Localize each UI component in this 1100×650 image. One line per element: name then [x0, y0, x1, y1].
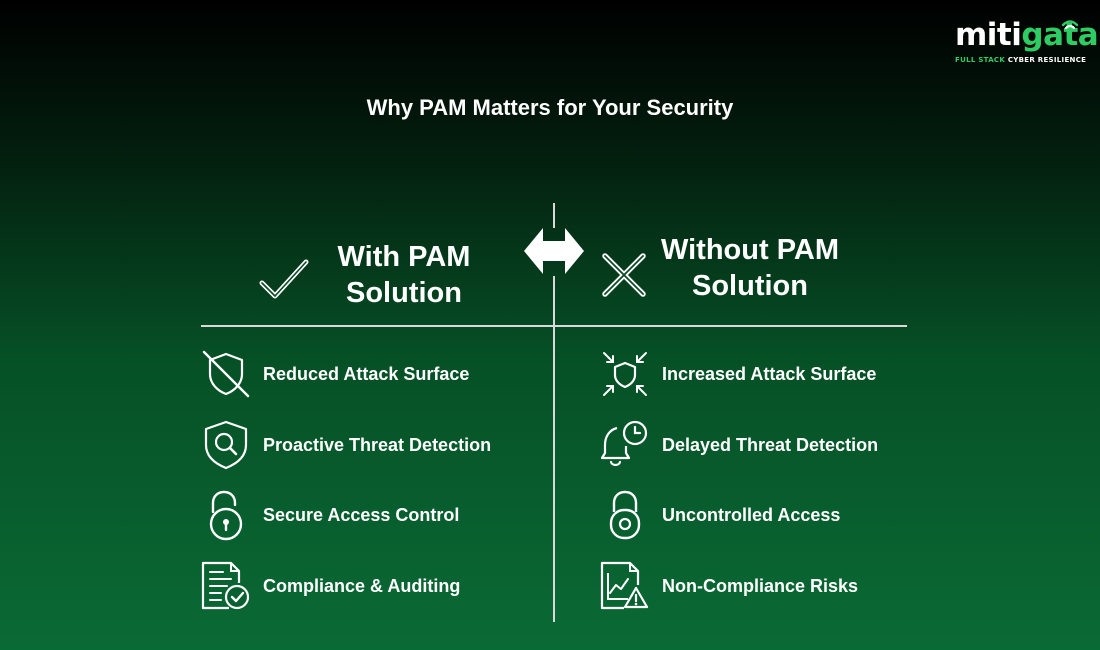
vertical-divider	[553, 276, 555, 622]
shield-arrows-in-icon	[603, 352, 647, 396]
brand-logo: mitigata FULL STACK CYBER RESILIENCE	[955, 17, 1099, 64]
shield-search-icon	[204, 420, 248, 470]
without-item-delayed-threat-detection: Delayed Threat Detection	[662, 435, 879, 455]
vertical-divider-top	[553, 203, 555, 228]
page-title: Why PAM Matters for Your Security	[366, 95, 734, 120]
with-item-proactive-threat-detection: Proactive Threat Detection	[263, 435, 492, 455]
with-item-secure-access-control: Secure Access Control	[263, 505, 460, 525]
logo-wordmark: mitigata	[955, 17, 1099, 53]
without-item-uncontrolled-access: Uncontrolled Access	[662, 505, 841, 525]
checkmark-icon	[259, 259, 309, 299]
without-item-increased-attack-surface: Increased Attack Surface	[662, 364, 877, 384]
with-pam-heading: With PAM Solution	[337, 241, 471, 309]
document-check-icon	[201, 561, 250, 610]
without-item-non-compliance-risks: Non-Compliance Risks	[662, 576, 859, 596]
document-chart-warning-icon	[600, 561, 649, 610]
logo-tagline: FULL STACK CYBER RESILIENCE	[955, 56, 1087, 64]
open-padlock-icon	[609, 490, 641, 540]
with-item-reduced-attack-surface: Reduced Attack Surface	[263, 364, 470, 384]
with-item-compliance-auditing: Compliance & Auditing	[263, 576, 461, 596]
without-pam-heading: Without PAM Solution	[661, 234, 839, 302]
wifi-signal-icon	[1061, 20, 1079, 30]
double-arrow-icon	[524, 228, 584, 274]
horizontal-divider	[201, 325, 907, 327]
shield-slash-icon	[202, 350, 250, 398]
cross-icon	[602, 253, 646, 297]
unlocked-padlock-icon	[209, 490, 243, 541]
bell-clock-icon	[600, 420, 648, 467]
